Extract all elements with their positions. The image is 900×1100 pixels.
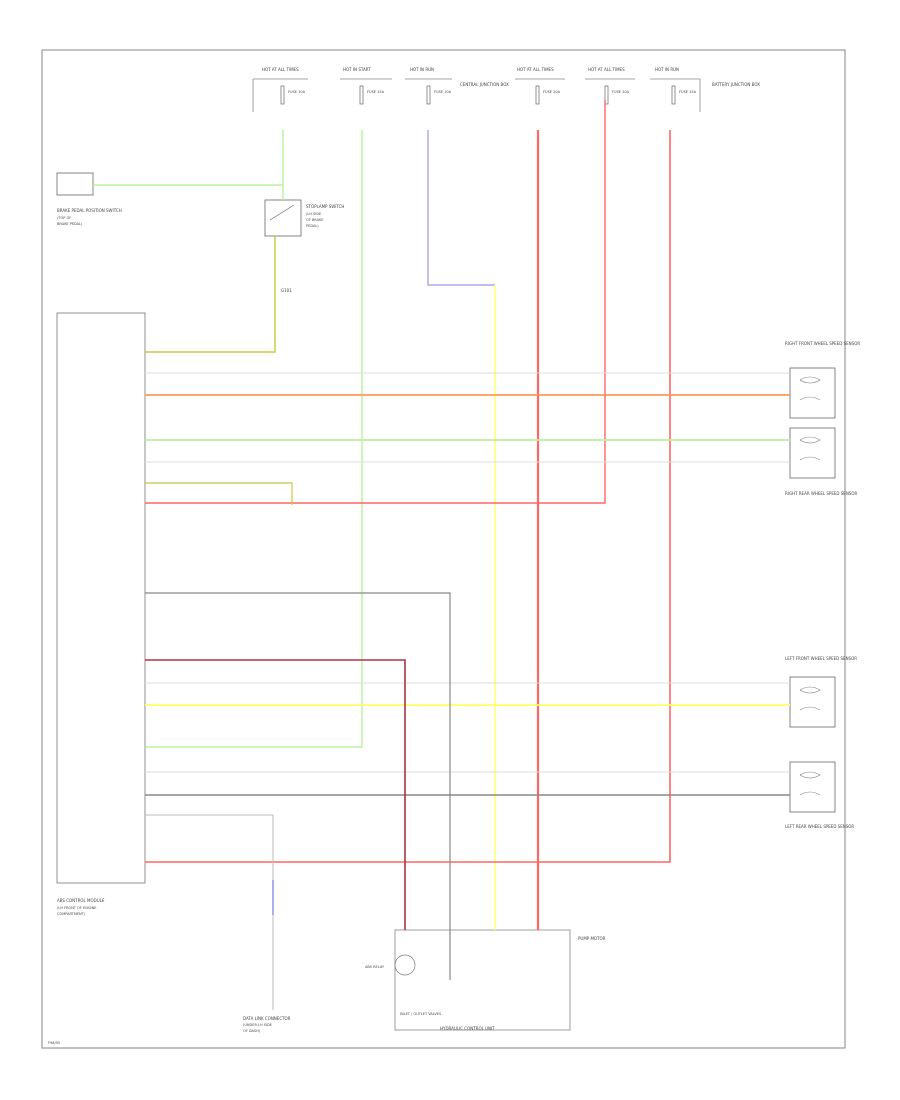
sensor-lr: LEFT REAR WHEEL SPEED SENSOR bbox=[785, 761, 854, 829]
fuse-1: HOT AT ALL TIMES FUSE 10A bbox=[252, 67, 308, 112]
corner-note: F98/95 bbox=[48, 1041, 60, 1045]
svg-text:(UNDER LH SIDE: (UNDER LH SIDE bbox=[243, 1023, 272, 1027]
sensor-rf-label: RIGHT FRONT WHEEL SPEED SENSOR bbox=[785, 341, 860, 346]
hydraulic-control-unit: HYDRAULIC CONTROL UNIT PUMP MOTOR INLET … bbox=[365, 929, 606, 1031]
fuse-6: HOT IN RUN FUSE 15A BATTERY JUNCTION BOX bbox=[650, 67, 760, 112]
wire-gray-hcu bbox=[145, 592, 451, 980]
brake-switch-label: BRAKE PEDAL POSITION SWITCH bbox=[57, 208, 122, 213]
wire-red-fuse6 bbox=[145, 130, 671, 863]
solenoid-label: INLET / OUTLET VALVES bbox=[400, 1012, 442, 1016]
brake-pedal-switch: BRAKE PEDAL POSITION SWITCH (TOP OF BRAK… bbox=[56, 172, 122, 226]
fuse-1-label: FUSE 10A bbox=[288, 90, 306, 94]
fuse-2-header: HOT IN START bbox=[343, 67, 371, 72]
fuse-4-header: HOT AT ALL TIMES bbox=[517, 67, 554, 72]
fuse-5: HOT AT ALL TIMES FUSE 20A bbox=[585, 67, 635, 105]
svg-text:(LH FRONT OF ENGINE: (LH FRONT OF ENGINE bbox=[57, 906, 96, 910]
fuse-3: HOT IN RUN FUSE 10A CENTRAL JUNCTION BOX bbox=[405, 67, 509, 105]
fuse-3-header: HOT IN RUN bbox=[410, 67, 434, 72]
fuse-6-header: HOT IN RUN bbox=[655, 67, 679, 72]
wire-red-fuse5 bbox=[145, 100, 606, 504]
sensor-rr: RIGHT REAR WHEEL SPEED SENSOR bbox=[785, 427, 857, 496]
wire-green-fuse2 bbox=[145, 130, 363, 748]
ground-label: G101 bbox=[281, 288, 292, 293]
data-link-label: DATA LINK CONNECTOR bbox=[243, 1016, 291, 1021]
svg-text:PEDAL): PEDAL) bbox=[306, 224, 319, 228]
svg-text:COMPARTMENT): COMPARTMENT) bbox=[57, 912, 86, 916]
ground-g101: G101 bbox=[281, 288, 292, 293]
fuse-5-header: HOT AT ALL TIMES bbox=[588, 67, 625, 72]
pump-motor-label: PUMP MOTOR bbox=[578, 936, 606, 941]
fuse-row: HOT AT ALL TIMES FUSE 10A HOT IN START F… bbox=[252, 67, 760, 112]
data-link-connector: DATA LINK CONNECTOR (UNDER LH SIDE OF DA… bbox=[243, 1016, 291, 1033]
sensor-lf: LEFT FRONT WHEEL SPEED SENSOR bbox=[785, 656, 857, 728]
fuse-note-right: BATTERY JUNCTION BOX bbox=[712, 82, 760, 87]
wire-blue-fuse3 bbox=[427, 130, 495, 286]
relay-label: ABS RELAY bbox=[365, 965, 385, 969]
wire-darkred-hcu bbox=[145, 659, 406, 930]
abs-module-label: ABS CONTROL MODULE bbox=[57, 898, 105, 903]
stoplamp-switch: STOPLAMP SWITCH (LH SIDE OF BRAKE PEDAL) bbox=[264, 199, 344, 237]
fuse-1-header: HOT AT ALL TIMES bbox=[262, 67, 299, 72]
sensor-lf-label: LEFT FRONT WHEEL SPEED SENSOR bbox=[785, 656, 857, 661]
svg-text:OF BRAKE: OF BRAKE bbox=[306, 218, 323, 222]
sensor-rr-label: RIGHT REAR WHEEL SPEED SENSOR bbox=[785, 491, 857, 496]
fuse-note-center: CENTRAL JUNCTION BOX bbox=[460, 82, 509, 87]
fuse-6-label: FUSE 15A bbox=[679, 90, 697, 94]
stoplamp-label: STOPLAMP SWITCH bbox=[306, 204, 344, 209]
fuse-3-label: FUSE 10A bbox=[434, 90, 452, 94]
wire-olive-stoplamp bbox=[145, 236, 276, 353]
diagram-frame bbox=[41, 49, 846, 1049]
fuse-5-label: FUSE 20A bbox=[612, 90, 630, 94]
abs-module: ABS CONTROL MODULE (LH FRONT OF ENGINE C… bbox=[56, 312, 146, 916]
fuse-4: HOT AT ALL TIMES FUSE 20A bbox=[515, 67, 565, 105]
sensor-lr-label: LEFT REAR WHEEL SPEED SENSOR bbox=[785, 824, 854, 829]
fuse-2: HOT IN START FUSE 15A bbox=[340, 67, 392, 105]
wires bbox=[93, 100, 790, 1010]
wire-olive-g101 bbox=[145, 482, 293, 505]
svg-text:(LH SIDE: (LH SIDE bbox=[306, 212, 321, 216]
fuse-2-label: FUSE 15A bbox=[367, 90, 385, 94]
svg-text:BRAKE PEDAL): BRAKE PEDAL) bbox=[57, 222, 83, 226]
fuse-4-label: FUSE 20A bbox=[543, 90, 561, 94]
svg-text:(TOP OF: (TOP OF bbox=[57, 216, 71, 220]
sensor-rf: RIGHT FRONT WHEEL SPEED SENSOR bbox=[785, 341, 860, 419]
wire-dlc bbox=[145, 814, 274, 1010]
hcu-label: HYDRAULIC CONTROL UNIT bbox=[440, 1026, 495, 1031]
svg-text:OF DASH): OF DASH) bbox=[243, 1029, 261, 1033]
